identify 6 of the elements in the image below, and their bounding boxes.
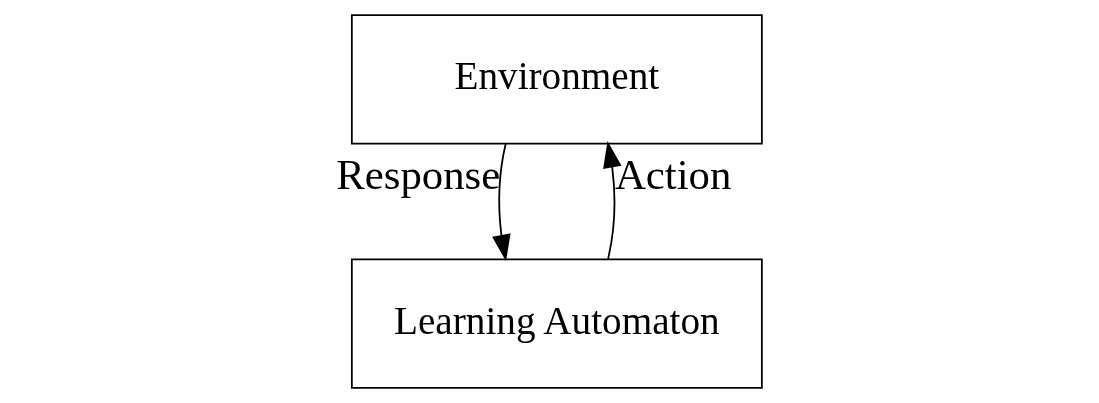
arrow — [492, 142, 511, 262]
arrow — [603, 141, 622, 260]
node-box: Learning Automaton — [350, 258, 763, 389]
node-box: Environment — [350, 14, 763, 145]
edge-label: Response — [336, 151, 501, 199]
edge-label: Action — [614, 150, 732, 198]
